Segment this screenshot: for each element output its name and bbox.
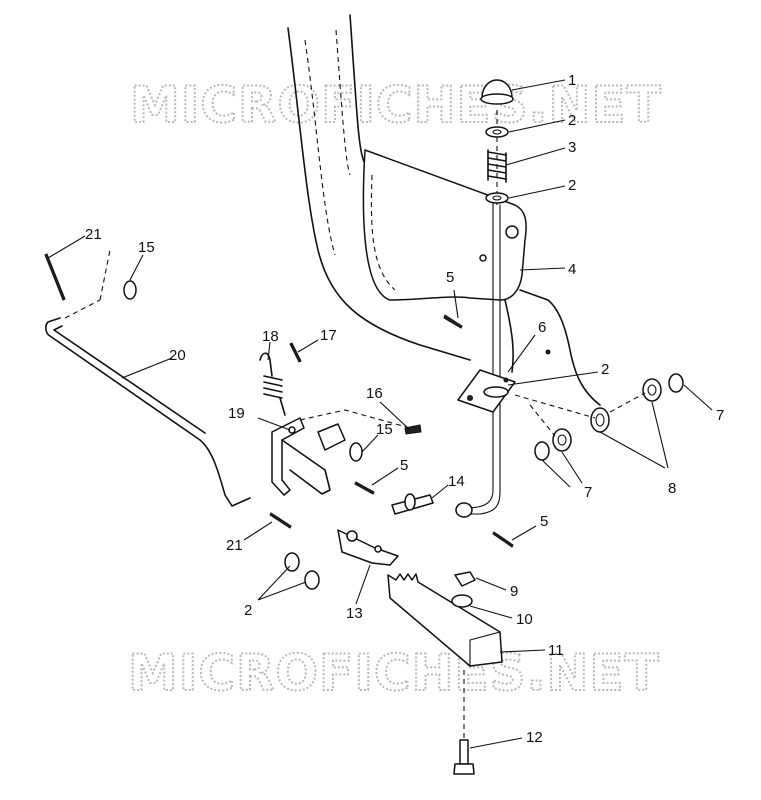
- part-17-pin: [289, 342, 302, 363]
- callout-16: 16: [366, 385, 383, 402]
- callout-8: 8: [668, 480, 676, 497]
- callout-7: 7: [584, 484, 592, 501]
- part-9-nut: [454, 571, 476, 587]
- callout-19: 19: [228, 405, 245, 422]
- callout-5: 5: [446, 269, 454, 286]
- callout-10: 10: [516, 611, 533, 628]
- rod-assembly: [469, 110, 501, 515]
- part-1-cap: [480, 79, 514, 105]
- part-15-washer-b: [349, 442, 363, 462]
- callout-9: 9: [510, 583, 518, 600]
- callout-4: 4: [568, 261, 576, 278]
- callout-20: 20: [169, 347, 186, 364]
- callout-12: 12: [526, 729, 543, 746]
- callout-labels: 1 2 3 2 4 5 6 2 7 8 7 21 15 18 17 20 16 …: [85, 72, 724, 746]
- part-2-washer-d: [304, 570, 320, 590]
- leader-lines: [47, 79, 713, 749]
- callout-3: 3: [568, 139, 576, 156]
- callout-2: 2: [601, 361, 609, 378]
- callout-11: 11: [548, 642, 564, 659]
- part-11-pedal: [387, 573, 503, 667]
- callout-6: 6: [538, 319, 546, 336]
- watermark-bottom: MICROFICHES.NET: [128, 644, 660, 702]
- part-10-washer: [451, 594, 473, 608]
- part-8-bushings: [552, 378, 662, 452]
- callout-15: 15: [138, 239, 155, 256]
- part-5-screw-b: [354, 481, 375, 495]
- callout-21: 21: [85, 226, 102, 243]
- callout-21: 21: [226, 537, 243, 554]
- part-6-pivot-plate: [457, 349, 551, 413]
- callout-5: 5: [540, 513, 548, 530]
- part-18-spring: [259, 352, 286, 416]
- watermark-top: MICROFICHES.NET: [130, 76, 662, 134]
- part-7-washers: [534, 373, 684, 461]
- part-5-screw-a: [443, 314, 463, 329]
- callout-14: 14: [448, 473, 465, 490]
- callout-13: 13: [346, 605, 363, 622]
- callout-5: 5: [400, 457, 408, 474]
- callout-17: 17: [320, 327, 337, 344]
- callout-15: 15: [376, 421, 393, 438]
- callout-7: 7: [716, 407, 724, 424]
- bracket-plate: [362, 149, 601, 406]
- part-12-bolt: [453, 739, 475, 775]
- callout-2: 2: [244, 602, 252, 619]
- part-21-pin-b: [269, 512, 292, 529]
- part-2-washer-b: [485, 192, 509, 204]
- part-20-rod: [45, 249, 251, 507]
- part-2-washer-c: [284, 552, 300, 572]
- part-19-bracket: [271, 409, 411, 496]
- callout-2: 2: [568, 177, 576, 194]
- part-5-screw-c: [492, 531, 514, 548]
- part-13-pedal-arm: [337, 529, 399, 566]
- part-16-screw: [404, 424, 422, 435]
- callout-2: 2: [568, 112, 576, 129]
- part-21-pin-a: [44, 253, 66, 301]
- callout-1: 1: [568, 72, 576, 89]
- callout-18: 18: [262, 328, 279, 345]
- part-2-washer-a: [485, 126, 509, 138]
- part-3-spring: [487, 149, 507, 183]
- part-15-washer-a: [123, 280, 137, 300]
- part-14-pin: [391, 493, 434, 515]
